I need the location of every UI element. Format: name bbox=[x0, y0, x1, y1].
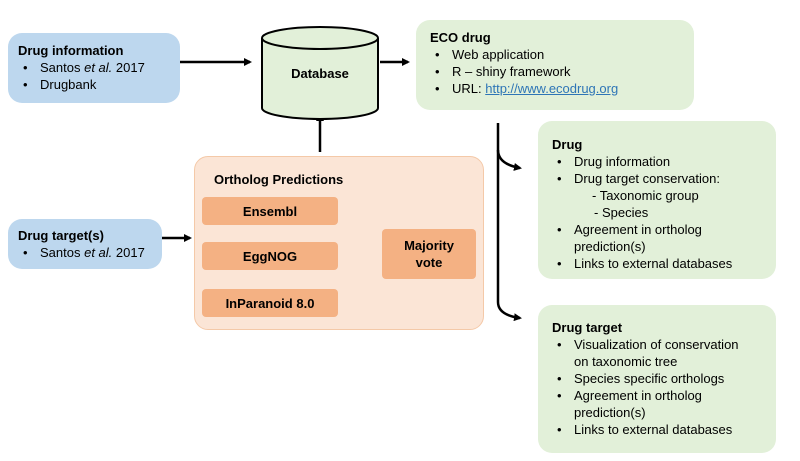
drug-targets-title: Drug target(s) bbox=[18, 228, 104, 243]
eco-drug-list: Web application R – shiny framework URL:… bbox=[430, 46, 680, 97]
arrow-ecodrug-to-drug bbox=[496, 123, 522, 171]
drug-target-panel-box: Drug target Visualization of conservatio… bbox=[538, 305, 776, 453]
list-item: Web application bbox=[430, 46, 680, 63]
source-eggnog: EggNOG bbox=[202, 242, 338, 270]
drug-information-box: Drug information Santos et al. 2017 Drug… bbox=[8, 33, 180, 103]
arrow-ecodrug-to-drugtarget bbox=[496, 150, 522, 322]
eco-drug-title: ECO drug bbox=[430, 30, 491, 45]
drug-targets-list: Santos et al. 2017 bbox=[18, 244, 152, 261]
list-item: Links to external databases bbox=[552, 421, 762, 438]
list-subitem: - Species bbox=[594, 205, 649, 220]
eco-drug-box: ECO drug Web application R – shiny frame… bbox=[416, 20, 694, 110]
list-item: URL: http://www.ecodrug.org bbox=[430, 80, 680, 97]
ecodrug-url-link[interactable]: http://www.ecodrug.org bbox=[485, 81, 619, 96]
database-cylinder bbox=[261, 26, 379, 120]
list-item: Drug information bbox=[552, 153, 762, 170]
drug-panel-list: Drug information Drug target conservatio… bbox=[552, 153, 762, 272]
source-ensembl: Ensembl bbox=[202, 197, 338, 225]
list-item: Santos et al. 2017 bbox=[18, 244, 152, 261]
drug-panel-box: Drug Drug information Drug target conser… bbox=[538, 121, 776, 279]
drug-information-list: Santos et al. 2017 Drugbank bbox=[18, 59, 170, 93]
majority-vote-line2: vote bbox=[415, 255, 443, 270]
list-item: Santos et al. 2017 bbox=[18, 59, 170, 76]
database-label: Database bbox=[291, 66, 349, 81]
list-item: Drug target conservation: bbox=[552, 170, 762, 187]
list-subitem: - Taxonomic group bbox=[592, 188, 699, 203]
list-item: Drugbank bbox=[18, 76, 170, 93]
drug-target-panel-title: Drug target bbox=[552, 320, 623, 335]
source-inparanoid: InParanoid 8.0 bbox=[202, 289, 338, 317]
list-item: Links to external databases bbox=[552, 255, 762, 272]
majority-vote-box: Majority vote bbox=[382, 229, 476, 279]
ortholog-predictions-title: Ortholog Predictions bbox=[214, 172, 344, 187]
drug-targets-box: Drug target(s) Santos et al. 2017 bbox=[8, 219, 162, 269]
drug-information-title: Drug information bbox=[18, 43, 124, 58]
list-item: Species specific orthologs bbox=[552, 370, 762, 387]
drug-panel-title: Drug bbox=[552, 137, 583, 152]
list-item: R – shiny framework bbox=[430, 63, 680, 80]
majority-vote-line1: Majority bbox=[404, 238, 454, 253]
